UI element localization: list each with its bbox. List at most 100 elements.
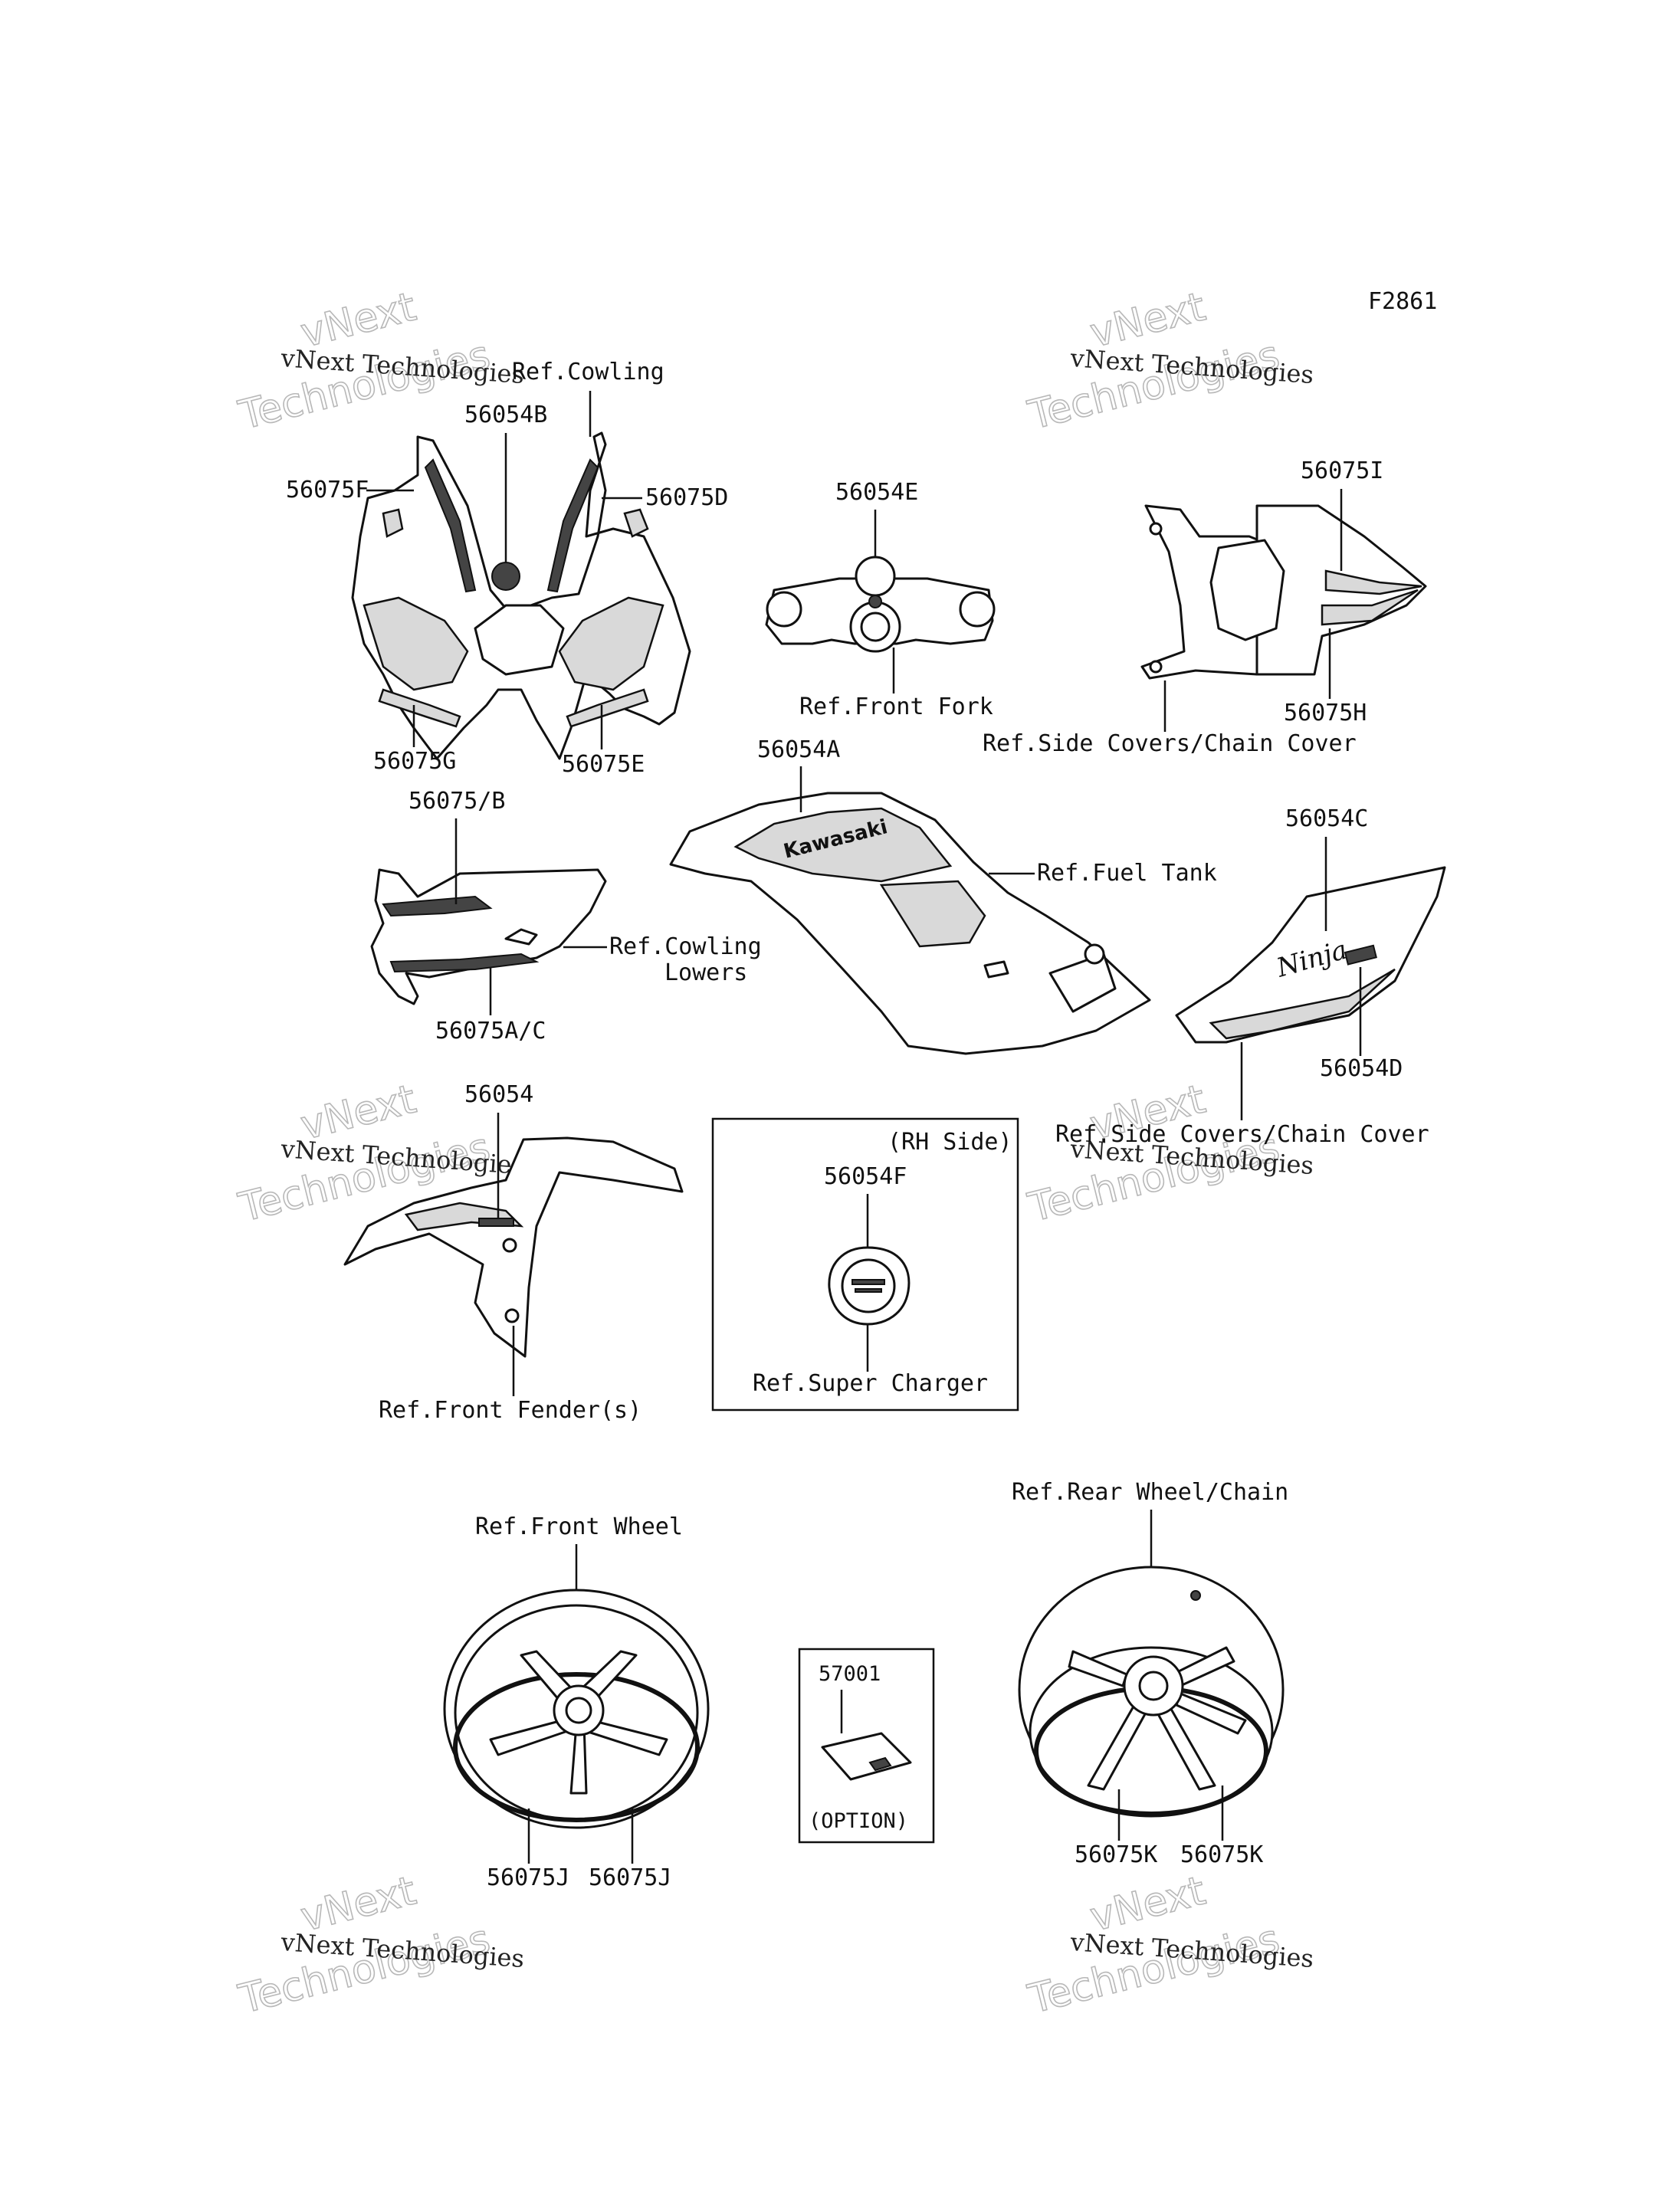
tail-stripe-56075I [1324,569,1422,595]
lowers-stripe-lower [389,953,540,973]
fork-bolt [868,595,882,608]
front-cowling-group [351,431,691,760]
super-charger-cover-inner [841,1258,896,1313]
steering-stem-inner [860,612,891,642]
label-ref-front-fork: Ref.Front Fork [799,694,993,720]
super-charger-decal-line [855,1288,882,1293]
label-56075K-2: 56075K [1180,1841,1263,1868]
figure-id: F2861 [1368,288,1437,315]
watermark-line2: Technologies [235,333,495,439]
watermark-line2: Technologies [235,1917,495,2023]
cowling-stripe-left [424,458,477,593]
rear-wheel-axle [1138,1671,1169,1701]
label-56075J-2: 56075J [589,1864,671,1891]
cowling-intake-left [363,596,469,691]
side-cover-badge-56054D [1344,944,1377,966]
cowling-lower-stripe-right [566,688,649,728]
headlight-opening [474,604,565,676]
label-ref-super-charger: Ref.Super Charger [753,1370,988,1397]
tank-panel-rear [1048,953,1117,1013]
fork-hole-right [959,591,996,628]
label-56075D: 56075D [645,484,728,511]
side-cover-stripe [1209,968,1396,1040]
seat-opening [1209,539,1285,641]
tank-tab [983,960,1009,979]
front-fender-group [343,1136,684,1358]
cowling-emblem-56054B [491,562,520,591]
triple-clamp-group [765,556,996,653]
fender-decal [478,1218,514,1227]
label-56075J-1: 56075J [487,1864,569,1891]
mirror-mount-left [382,508,404,538]
label-56054E: 56054E [835,479,918,506]
label-ref-side-covers-1: Ref.Side Covers/Chain Cover [983,730,1357,757]
seat-cowl-group [1140,504,1427,680]
rear-wheel-spokes [1068,1646,1247,1791]
front-wheel-stripe [453,1672,700,1822]
label-ref-cowling-lowers-2: Lowers [664,959,747,986]
option-box [798,1648,935,1844]
label-option: (OPTION) [809,1809,908,1833]
watermark-top-right: vNext Technologies vNext Technologies [1023,284,1314,440]
label-56054A: 56054A [757,736,840,763]
seat-bolt [1149,522,1163,536]
fork-hole-left [766,591,802,628]
rear-wheel-group [1018,1566,1285,1818]
option-card [821,1732,912,1781]
tank-bolt [1084,943,1105,965]
label-ref-fuel-tank: Ref.Fuel Tank [1037,860,1217,887]
fork-decal-56054E [855,556,896,597]
label-ref-front-wheel: Ref.Front Wheel [475,1513,683,1540]
label-56054: 56054 [464,1081,533,1108]
super-charger-decal [851,1279,885,1285]
watermark-line2: Technologies [1024,333,1285,439]
label-56075I: 56075I [1301,457,1383,484]
cowling-lowers-shape [370,868,607,1005]
label-56075E: 56075E [562,751,645,778]
label-ref-rear-wheel: Ref.Rear Wheel/Chain [1012,1479,1288,1506]
label-56075H: 56075H [1284,700,1367,726]
tail-stripe-56075H [1321,589,1419,626]
side-cover-shape [1175,866,1446,1044]
watermark-bottom-left: vNext Technologies vNext Technologies [234,1867,525,2024]
watermark-mid-right: vNext Technologies vNext Technologies [1023,1076,1314,1232]
watermark-bottom-right: vNext Technologies vNext Technologies [1023,1867,1314,2024]
label-56054F: 56054F [824,1163,907,1190]
label-56075B: 56075/B [409,788,505,815]
fender-bolt [502,1238,517,1253]
cowling-lowers-group [370,868,607,1005]
label-56075AC: 56075A/C [435,1018,546,1044]
label-56054B: 56054B [464,402,547,428]
cowling-lower-stripe-left [378,688,461,728]
rear-wheel-valve [1190,1590,1201,1601]
label-ref-front-fender: Ref.Front Fender(s) [379,1397,641,1424]
fuel-tank-decal [733,807,953,883]
fuel-tank-group: Kawasaki [669,792,1151,1055]
tank-panel [879,880,986,948]
cowling-stripe-right [546,458,599,593]
label-ref-cowling: Ref.Cowling [512,359,664,385]
label-56054C: 56054C [1285,805,1368,832]
label-ref-cowling-lowers-1: Ref.Cowling [609,933,762,960]
mirror-mount-right [623,508,649,538]
seat-bolt [1149,660,1163,674]
label-56075K-1: 56075K [1075,1841,1157,1868]
cowling-intake-right [558,596,664,691]
label-57001: 57001 [819,1662,881,1686]
label-56075G: 56075G [373,748,456,775]
watermark-line2: Technologies [1024,1917,1285,2023]
label-56054D: 56054D [1320,1055,1403,1082]
label-rh-side: (RH Side) [888,1129,1012,1156]
label-ref-side-covers-2: Ref.Side Covers/Chain Cover [1055,1121,1429,1148]
side-cover-group: Ninja [1175,866,1446,1044]
lowers-stripe-upper [382,895,493,917]
lowers-vent [504,928,538,946]
super-charger-box [711,1117,1019,1412]
front-wheel-group [443,1589,710,1829]
option-card-chip [868,1756,892,1772]
front-wheel-axle [565,1697,592,1724]
fender-bolt [504,1308,520,1323]
label-56075F: 56075F [286,477,369,503]
super-charger-cover [828,1246,911,1326]
